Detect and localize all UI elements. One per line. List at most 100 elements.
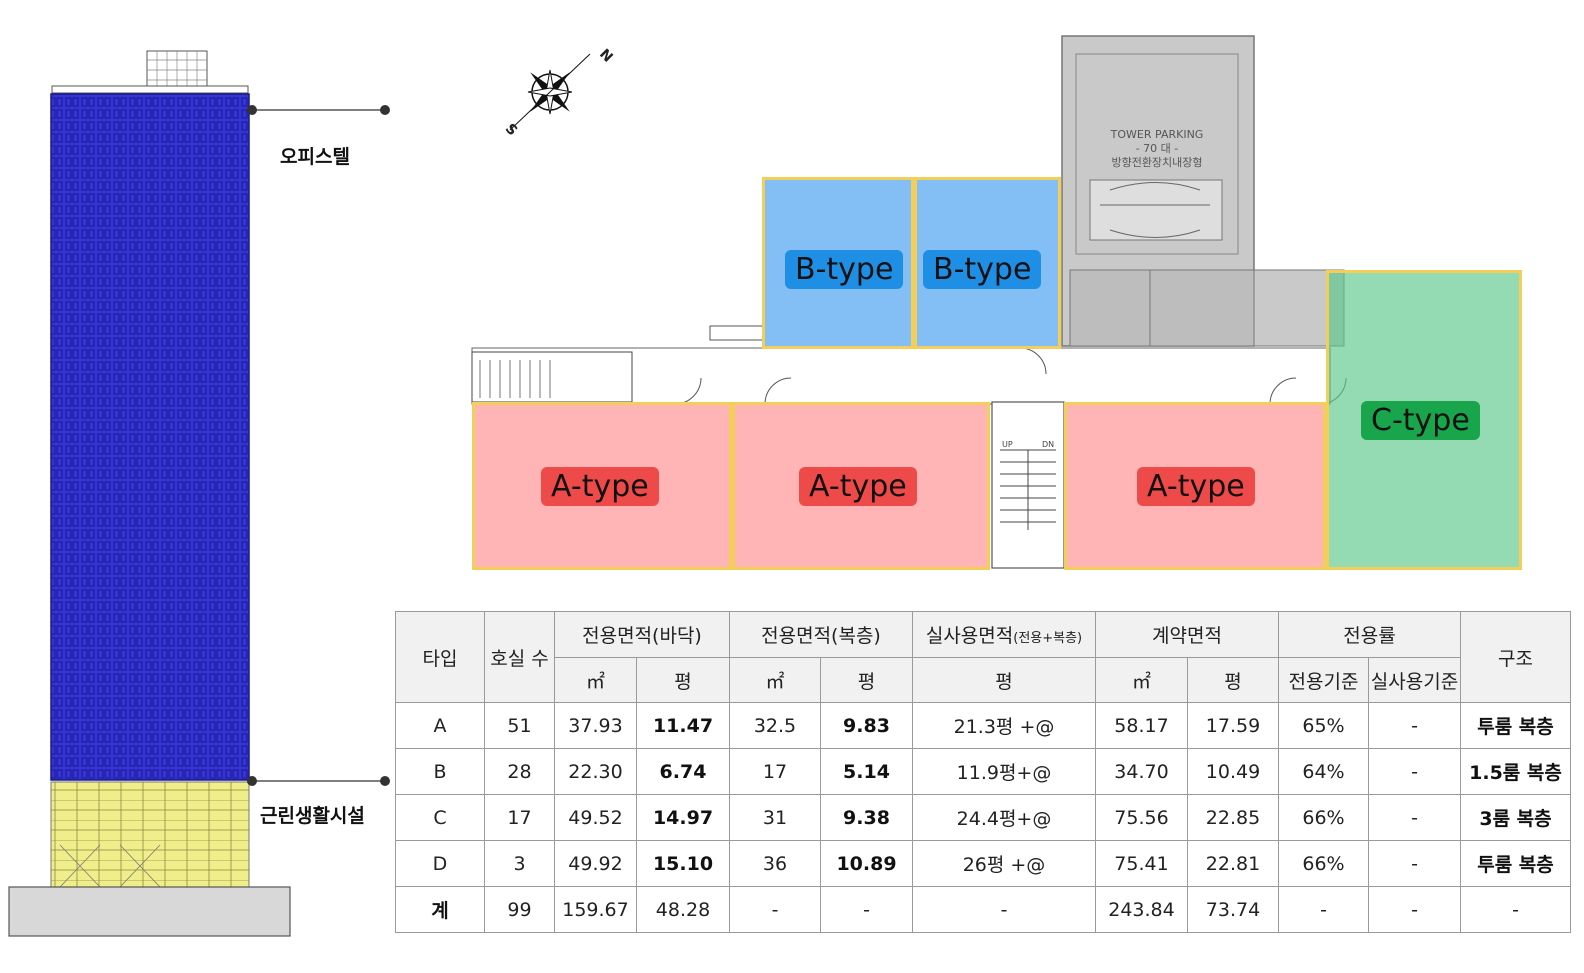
cell-floor-py: 11.47: [636, 702, 730, 749]
stair-up-label: UP: [1002, 440, 1013, 449]
cell-loft-py: 9.83: [820, 702, 913, 749]
retail-label: 근린생활시설: [260, 805, 365, 827]
header-loft-area: 전용면적(복층): [729, 611, 913, 658]
cell-ratio-std: 66%: [1278, 840, 1369, 887]
cell-contract-m2: 75.41: [1095, 840, 1188, 887]
unit-c1: C-type: [1326, 270, 1522, 570]
cell-contract-py: 10.49: [1187, 748, 1279, 795]
cell-actual-py: 24.4평+@: [912, 794, 1096, 841]
table-row: C 17 49.52 14.97 31 9.38 24.4평+@ 75.56 2…: [395, 794, 1571, 841]
plan-drawing: [471, 35, 1347, 569]
cell-structure: 투룸 복층: [1460, 702, 1571, 749]
cell-contract-m2: 75.56: [1095, 794, 1188, 841]
cell-structure: 투룸 복층: [1460, 840, 1571, 887]
cell-loft-m2: -: [729, 886, 821, 933]
cell-ratio-std: -: [1278, 886, 1369, 933]
cell-contract-m2: 34.70: [1095, 748, 1188, 795]
cell-actual-py: -: [912, 886, 1096, 933]
cell-contract-py: 17.59: [1187, 702, 1279, 749]
cell-contract-py: 22.85: [1187, 794, 1279, 841]
cell-ratio-actual: -: [1368, 748, 1461, 795]
cell-ratio-actual: -: [1368, 886, 1461, 933]
cell-type: A: [395, 702, 485, 749]
subheader-sqm: ㎡: [1095, 657, 1188, 703]
cell-rooms: 3: [484, 840, 555, 887]
cell-actual-py: 11.9평+@: [912, 748, 1096, 795]
office-section: [50, 93, 250, 781]
cell-floor-m2: 159.67: [554, 886, 637, 933]
subheader-sqm: ㎡: [729, 657, 821, 703]
unit-type-label: C-type: [1361, 401, 1480, 440]
cell-ratio-actual: -: [1368, 794, 1461, 841]
unit-a3: A-type: [1064, 402, 1326, 570]
subheader-pyeong: 평: [820, 657, 913, 703]
cell-loft-m2: 31: [729, 794, 821, 841]
table-row-total: 계 99 159.67 48.28 - - - 243.84 73.74 - -…: [395, 886, 1571, 933]
subheader-ratio-std: 전용기준: [1278, 657, 1369, 703]
cell-type: B: [395, 748, 485, 795]
header-contract-area: 계약면적: [1095, 611, 1279, 658]
header-actual-area: 실사용면적(전용+복층): [912, 611, 1096, 658]
unit-a2: A-type: [732, 402, 990, 570]
compass-icon: [509, 53, 591, 131]
table-row: D 3 49.92 15.10 36 10.89 26평 +@ 75.41 22…: [395, 840, 1571, 887]
cell-structure: -: [1460, 886, 1571, 933]
cell-contract-m2: 243.84: [1095, 886, 1188, 933]
subheader-sqm: ㎡: [554, 657, 637, 703]
cell-loft-py: 10.89: [820, 840, 913, 887]
cell-loft-m2: 36: [729, 840, 821, 887]
cell-floor-m2: 49.92: [554, 840, 637, 887]
cell-actual-py: 26평 +@: [912, 840, 1096, 887]
unit-type-label: B-type: [785, 250, 904, 289]
cell-loft-m2: 17: [729, 748, 821, 795]
cell-rooms: 28: [484, 748, 555, 795]
cell-contract-m2: 58.17: [1095, 702, 1188, 749]
cell-floor-py: 14.97: [636, 794, 730, 841]
exit-stair: [471, 351, 633, 403]
table-row: B 28 22.30 6.74 17 5.14 11.9평+@ 34.70 10…: [395, 748, 1571, 795]
cell-floor-py: 15.10: [636, 840, 730, 887]
cell-actual-py: 21.3평 +@: [912, 702, 1096, 749]
unit-b2: B-type: [914, 177, 1061, 349]
cell-loft-py: -: [820, 886, 913, 933]
header-floor-area: 전용면적(바닥): [554, 611, 730, 658]
cell-floor-m2: 49.52: [554, 794, 637, 841]
cell-loft-py: 5.14: [820, 748, 913, 795]
subheader-pyeong: 평: [636, 657, 730, 703]
subheader-pyeong: 평: [912, 657, 1096, 703]
retail-section: [50, 781, 250, 888]
cell-structure: 3룸 복층: [1460, 794, 1571, 841]
subheader-ratio-actual: 실사용기준: [1368, 657, 1461, 703]
header-structure: 구조: [1460, 611, 1571, 703]
unit-b1: B-type: [762, 177, 914, 349]
subheader-pyeong: 평: [1187, 657, 1279, 703]
cell-rooms: 17: [484, 794, 555, 841]
cell-contract-py: 73.74: [1187, 886, 1279, 933]
cell-type: D: [395, 840, 485, 887]
cell-ratio-std: 64%: [1278, 748, 1369, 795]
area-table: 타입 호실 수 전용면적(바닥) 전용면적(복층) 실사용면적(전용+복층) 계…: [395, 611, 1571, 933]
stair-dn-label: DN: [1042, 440, 1055, 449]
unit-type-label: A-type: [1137, 467, 1255, 506]
cell-ratio-actual: -: [1368, 840, 1461, 887]
tower-drawing: [8, 50, 390, 937]
cell-floor-py: 6.74: [636, 748, 730, 795]
header-type: 타입: [395, 611, 485, 703]
unit-type-label: B-type: [923, 250, 1042, 289]
cell-loft-py: 9.38: [820, 794, 913, 841]
tower-base: [8, 886, 291, 937]
cell-type: C: [395, 794, 485, 841]
cell-type: 계: [395, 886, 485, 933]
unit-type-label: A-type: [799, 467, 917, 506]
cell-floor-m2: 22.30: [554, 748, 637, 795]
cell-ratio-actual: -: [1368, 702, 1461, 749]
parking-label: TOWER PARKING - 70 대 - 방향전환장치내장형: [1110, 128, 1204, 169]
office-label: 오피스텔: [280, 146, 350, 168]
header-rooms: 호실 수: [484, 611, 555, 703]
table-row: A 51 37.93 11.47 32.5 9.83 21.3평 +@ 58.1…: [395, 702, 1571, 749]
cell-ratio-std: 66%: [1278, 794, 1369, 841]
floor-plan: TOWER PARKING - 70 대 - 방향전환장치내장형 UP DN N…: [460, 30, 1584, 590]
cell-rooms: 99: [484, 886, 555, 933]
tower-elevation: 오피스텔 근린생활시설: [0, 0, 400, 969]
cell-contract-py: 22.81: [1187, 840, 1279, 887]
